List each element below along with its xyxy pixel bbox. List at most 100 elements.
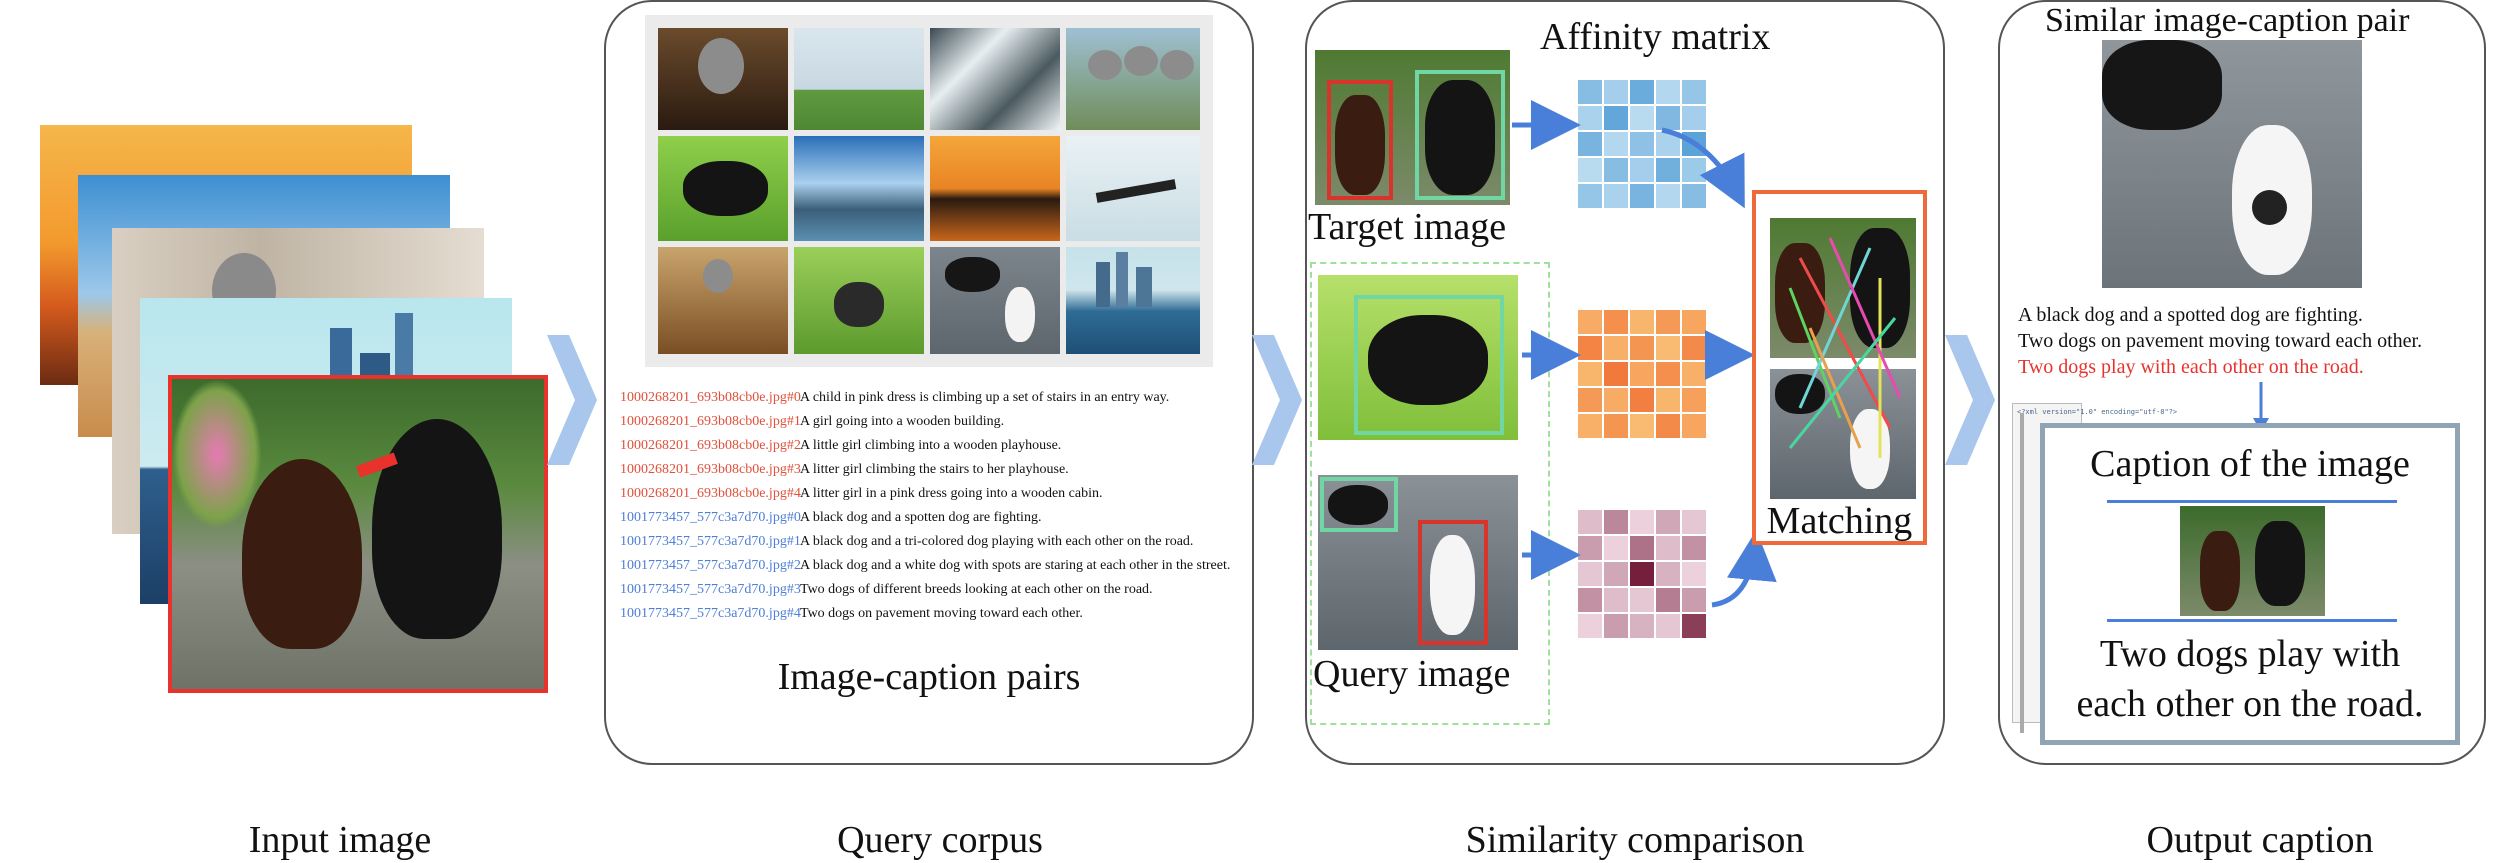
matrix-cell <box>1656 310 1680 334</box>
grid-photo-mountains <box>794 136 924 241</box>
matching-label: Matching <box>1766 500 1913 542</box>
matrix-cell <box>1656 184 1680 208</box>
corpus-row-id: 1000268201_693b08cb0e.jpg#1 <box>620 414 801 429</box>
face-blur-icon <box>703 259 733 293</box>
grid-photo-kayak <box>1066 136 1200 241</box>
affinity-matrix-title: Affinity matrix <box>1540 16 1771 58</box>
corpus-row-id: 1000268201_693b08cb0e.jpg#0 <box>620 390 801 405</box>
matrix-cell <box>1578 588 1602 612</box>
matrix-cell <box>1682 536 1706 560</box>
input-photo-dogs-target <box>168 375 548 693</box>
grid-photo-dogs-road <box>930 247 1060 354</box>
matrix-cell <box>1656 536 1680 560</box>
caption-card-text-line1: Two dogs play with <box>2099 633 2401 675</box>
matrix-cell <box>1656 614 1680 638</box>
candidate-caption: A black dog and a spotted dog are fighti… <box>2018 304 2363 326</box>
grid-photo-portrait <box>658 28 788 130</box>
matrix-cell <box>1656 510 1680 534</box>
corpus-row-caption: A black dog and a white dog with spots a… <box>800 558 1231 573</box>
similarity-arrows <box>1512 100 1777 608</box>
matrix-cell <box>1630 614 1654 638</box>
grid-photo-field <box>794 28 924 130</box>
corpus-row-caption: A black dog and a tri-colored dog playin… <box>800 534 1194 549</box>
matrix-cell <box>1682 510 1706 534</box>
arrow-icon <box>1711 530 1777 608</box>
corpus-row: 1001773457_577c3a7d70.jpg#4Two dogs on p… <box>620 606 1083 632</box>
grid-photo-waterfall <box>930 28 1060 130</box>
corpus-row-id: 1001773457_577c3a7d70.jpg#0 <box>620 510 801 525</box>
matrix-cell <box>1656 414 1680 438</box>
matrix-cell <box>1578 106 1602 130</box>
matrix-cell <box>1604 132 1628 156</box>
brown-dog <box>242 459 362 649</box>
target-image <box>1315 50 1510 205</box>
corpus-row-caption: A litter girl in a pink dress going into… <box>800 486 1103 501</box>
target-image-label: Target image <box>1308 206 1507 248</box>
matrix-cell <box>1578 158 1602 182</box>
matrix-cell <box>1604 80 1628 104</box>
stage-label-output: Output caption <box>2146 819 2374 861</box>
matrix-cell <box>1630 336 1654 360</box>
matrix-cell <box>1682 80 1706 104</box>
matrix-cell <box>1630 106 1654 130</box>
similar-pair-captions: A black dog and a spotted dog are fighti… <box>2018 302 2488 380</box>
matrix-cell <box>1630 388 1654 412</box>
matrix-cell <box>1682 362 1706 386</box>
corpus-row-caption: A little girl climbing into a wooden pla… <box>800 438 1062 453</box>
corpus-row: 1001773457_577c3a7d70.jpg#1A black dog a… <box>620 534 1193 560</box>
query-region <box>1310 262 1550 725</box>
grid-photo-girl-stairs <box>658 247 788 354</box>
grid-photo-harbor <box>1066 247 1200 354</box>
xml-document-shadow <box>2020 413 2090 733</box>
corpus-image-grid <box>645 15 1213 367</box>
caption-card-title: Caption of the image <box>2090 443 2410 485</box>
grid-photo-people <box>1066 28 1200 130</box>
matrix-cell <box>1630 536 1654 560</box>
matrix-cell <box>1578 184 1602 208</box>
matrix-cell <box>1604 158 1628 182</box>
matrix-cell <box>1656 80 1680 104</box>
matrix-cell <box>1682 388 1706 412</box>
matrix-cell <box>1604 336 1628 360</box>
face-blur-icon <box>1124 46 1158 76</box>
corpus-row-caption: A black dog and a spotten dog are fighti… <box>800 510 1042 525</box>
matching-box: Matching <box>1752 190 1927 545</box>
affinity-matrix-pink <box>1578 510 1706 638</box>
divider <box>2107 500 2397 503</box>
corpus-row: 1000268201_693b08cb0e.jpg#0A child in pi… <box>620 390 1169 416</box>
matrix-cell <box>1578 536 1602 560</box>
corpus-row-caption: A child in pink dress is climbing up a s… <box>800 390 1170 405</box>
face-blur-icon <box>1088 50 1122 80</box>
matrix-cell <box>1604 614 1628 638</box>
matrix-cell <box>1656 388 1680 412</box>
matrix-cell <box>1630 132 1654 156</box>
similar-pair-image <box>2102 40 2362 288</box>
matrix-cell <box>1630 414 1654 438</box>
chevron-right-icon <box>547 335 597 465</box>
matrix-cell <box>1604 362 1628 386</box>
matrix-cell <box>1604 388 1628 412</box>
divider <box>2107 619 2397 622</box>
matrix-cell <box>1630 510 1654 534</box>
corpus-row-id: 1000268201_693b08cb0e.jpg#4 <box>620 486 801 501</box>
corpus-row: 1001773457_577c3a7d70.jpg#0A black dog a… <box>620 510 1041 536</box>
corpus-row-id: 1001773457_577c3a7d70.jpg#4 <box>620 606 801 621</box>
matrix-cell <box>1682 336 1706 360</box>
matrix-cell <box>1604 588 1628 612</box>
chevron-right-icon <box>1252 335 1302 465</box>
matrix-cell <box>1604 184 1628 208</box>
matrix-cell <box>1656 362 1680 386</box>
stage-label-corpus: Query corpus <box>837 819 1043 861</box>
corpus-row: 1000268201_693b08cb0e.jpg#3A litter girl… <box>620 462 1069 488</box>
corpus-row-id: 1001773457_577c3a7d70.jpg#2 <box>620 558 801 573</box>
matrix-cell <box>1682 562 1706 586</box>
matrix-cell <box>1682 614 1706 638</box>
grid-photo-wet-dog <box>658 136 788 241</box>
caption-card-text-line2: each other on the road. <box>2076 683 2424 725</box>
matrix-cell <box>1604 106 1628 130</box>
corpus-row-caption: A litter girl climbing the stairs to her… <box>800 462 1069 477</box>
matrix-cell <box>1578 362 1602 386</box>
matrix-cell <box>1656 588 1680 612</box>
matrix-cell <box>1656 336 1680 360</box>
matrix-cell <box>1656 158 1680 182</box>
